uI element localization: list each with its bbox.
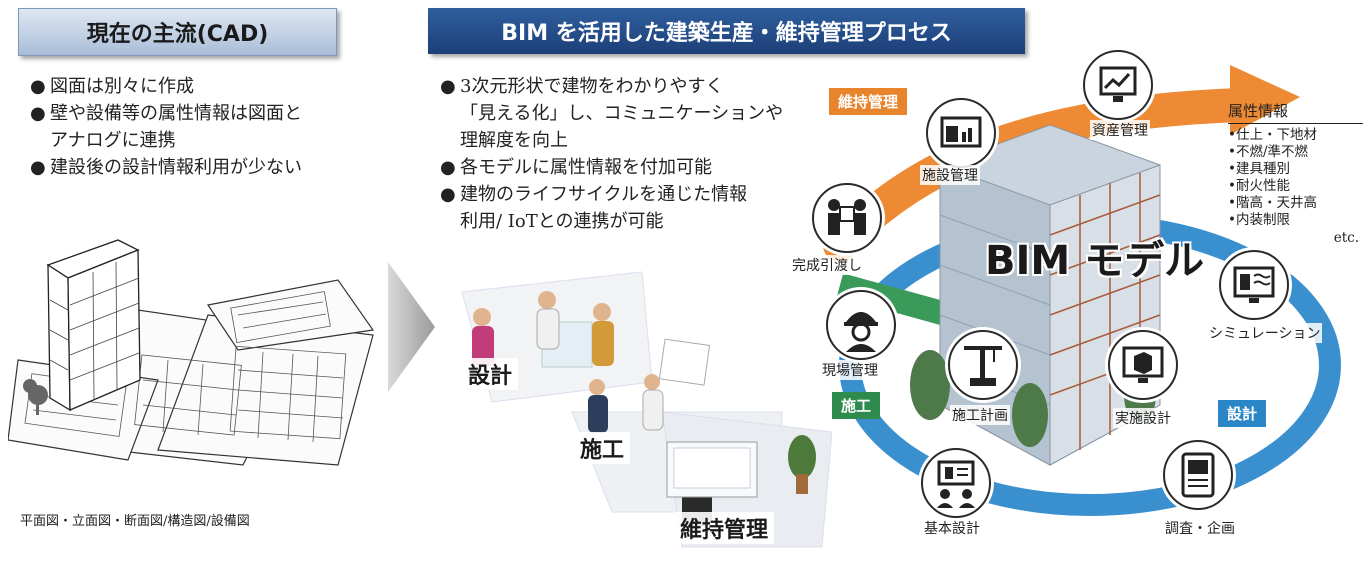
cad-caption: 平面図・立面図・断面図/構造図/設備図 [20, 514, 250, 529]
facility-management-icon [926, 98, 996, 168]
attribute-info-title: 属性情報 [1228, 100, 1363, 124]
handover-label: 完成引渡し [790, 255, 864, 275]
bim-bullet: 各モデルに属性情報を付加可能 [440, 154, 783, 181]
cad-bullet: 壁や設備等の属性情報は図面と [30, 100, 302, 127]
asset-management-label: 資産管理 [1090, 120, 1150, 140]
maintenance-arrow-head [1230, 65, 1300, 135]
site-management-label: 現場管理 [820, 360, 880, 380]
cad-bullets: 図面は別々に作成 壁や設備等の属性情報は図面と アナログに連携 建設後の設計情報… [30, 73, 302, 181]
chevron-right-icon [388, 262, 435, 392]
role-maintenance-label: 維持管理 [674, 512, 775, 544]
construction-phase-tag: 施工 [832, 392, 881, 419]
bim-model-title: BIM モデル [985, 238, 1205, 284]
site-management-icon [826, 290, 896, 360]
maintenance-phase-tag: 維持管理 [829, 88, 908, 115]
attribute-item: 不燃/準不燃 [1228, 144, 1363, 161]
bim-bullet: 建物のライフサイクルを通じた情報 [440, 181, 783, 208]
attribute-info-panel: 属性情報 仕上・下地材 不燃/準不燃 建具種別 耐火性能 階高・天井高 内装制限… [1228, 100, 1363, 246]
role-design-label: 設計 [462, 358, 519, 390]
cad-bullet: 建設後の設計情報利用が少ない [30, 154, 302, 181]
cad-bullet-continuation: アナログに連携 [50, 130, 176, 151]
cad-drawings-illustration [8, 239, 375, 466]
bim-header-text: BIM を活用した建築生産・維持管理プロセス [501, 21, 952, 46]
basic-design-icon [921, 448, 991, 518]
survey-planning-icon [1163, 440, 1233, 510]
bim-bullets: 3次元形状で建物をわかりやすく 「見える化」し、コミュニケーションや 理解度を向… [440, 73, 783, 235]
basic-design-label: 基本設計 [922, 518, 982, 538]
design-phase-tag: 設計 [1218, 400, 1267, 427]
asset-management-icon [1083, 50, 1153, 120]
construction-plan-icon [948, 330, 1018, 400]
role-construction-label: 施工 [574, 432, 631, 464]
bim-bullet: 3次元形状で建物をわかりやすく [440, 73, 783, 100]
detailed-design-icon [1108, 330, 1178, 400]
handover-icon [812, 183, 882, 253]
attribute-etc: etc. [1333, 230, 1359, 246]
bim-header: BIM を活用した建築生産・維持管理プロセス [428, 8, 1025, 54]
attribute-item: 耐火性能 [1228, 178, 1363, 195]
attribute-item: 内装制限 [1228, 212, 1363, 229]
cad-bullet: 図面は別々に作成 [30, 73, 302, 100]
simulation-label: シミュレーション [1207, 323, 1323, 343]
detailed-design-label: 実施設計 [1113, 408, 1173, 428]
attribute-item: 仕上・下地材 [1228, 127, 1363, 144]
cad-header: 現在の主流(CAD) [18, 8, 337, 56]
attribute-item: 建具種別 [1228, 161, 1363, 178]
bim-bullet-continuation: 利用/ IoTとの連携が可能 [460, 211, 664, 232]
simulation-icon [1219, 250, 1289, 320]
facility-management-label: 施設管理 [920, 165, 980, 185]
collaboration-illustration [461, 271, 832, 548]
bim-bullet-continuation: 「見える化」し、コミュニケーションや [460, 103, 784, 124]
cad-header-text: 現在の主流(CAD) [86, 22, 269, 47]
attribute-item: 階高・天井高 [1228, 195, 1363, 212]
bim-bullet-continuation: 理解度を向上 [460, 130, 568, 151]
survey-planning-label: 調査・企画 [1163, 518, 1237, 538]
construction-plan-label: 施工計画 [950, 405, 1010, 425]
